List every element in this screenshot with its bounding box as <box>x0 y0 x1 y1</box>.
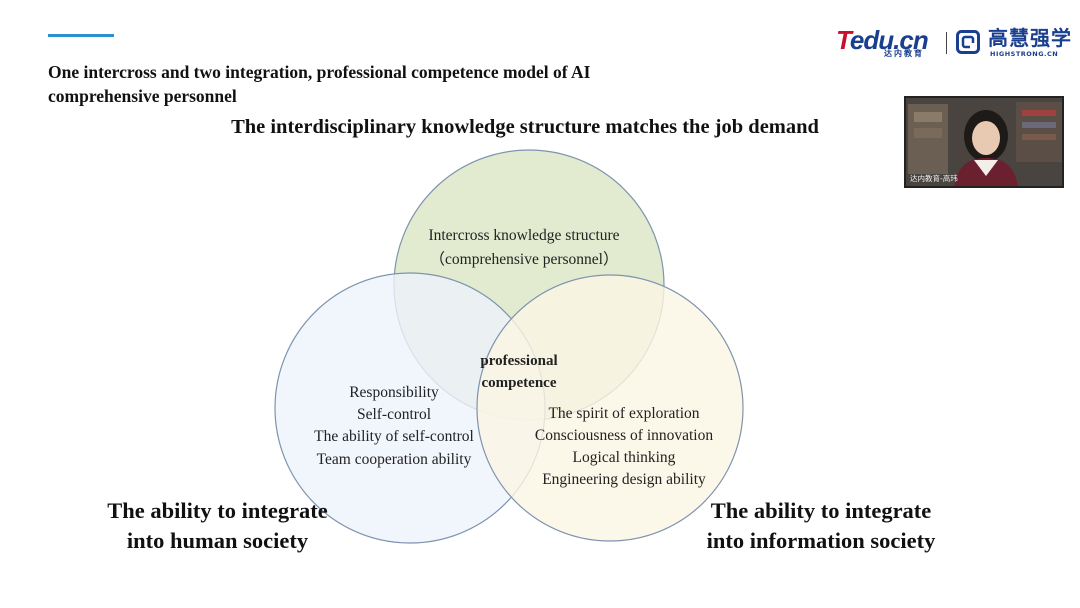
presenter-video[interactable]: 达内教育-高玮 <box>904 96 1064 188</box>
highstrong-logo-domain: HIGHSTRONG.CN <box>990 50 1059 58</box>
right-line-3: Logical thinking <box>573 449 676 466</box>
right-line-1: The spirit of exploration <box>548 405 699 422</box>
bottom-label-right: The ability to integrate into informatio… <box>680 496 962 556</box>
top-line-1: Intercross knowledge structure <box>428 227 619 244</box>
brand-logo: Tedu.cn 达内教育 高慧强学 HIGHSTRONG.CN <box>836 26 1076 62</box>
tedu-logo-subtitle: 达内教育 <box>884 49 924 58</box>
left-line-1: Responsibility <box>349 384 439 401</box>
tedu-logo: Tedu.cn <box>836 25 929 55</box>
left-line-2: Self-control <box>357 406 431 423</box>
bottom-label-right-line-1: The ability to integrate <box>710 498 932 523</box>
venn-circle-right <box>476 274 744 542</box>
bottom-label-left-line-2: into human society <box>126 528 309 553</box>
diagram-headline: The interdisciplinary knowledge structur… <box>231 116 819 138</box>
bottom-label-left: The ability to integrate into human soci… <box>80 496 355 556</box>
presenter-image <box>906 98 1062 186</box>
center-line-1: professional <box>480 353 557 369</box>
right-line-2: Consciousness of innovation <box>535 427 713 444</box>
center-line-2: competence <box>482 375 557 391</box>
bottom-label-left-line-1: The ability to integrate <box>107 498 328 523</box>
slide-title: One intercross and two integration, prof… <box>48 60 748 108</box>
right-line-4: Engineering design ability <box>542 471 706 488</box>
left-line-3: The ability of self-control <box>314 428 474 445</box>
bottom-label-right-line-2: into information society <box>706 528 936 553</box>
logo-separator <box>946 32 947 54</box>
slide-title-line-2: comprehensive personnel <box>48 86 237 106</box>
highstrong-logo-text: 高慧强学 <box>988 26 1072 50</box>
video-caption: 达内教育-高玮 <box>910 174 958 183</box>
slide-title-line-1: One intercross and two integration, prof… <box>48 62 591 82</box>
accent-line <box>48 34 114 37</box>
top-line-2: （comprehensive personnel） <box>430 251 619 268</box>
highstrong-logo-icon <box>956 30 980 54</box>
left-line-4: Team cooperation ability <box>317 451 472 468</box>
